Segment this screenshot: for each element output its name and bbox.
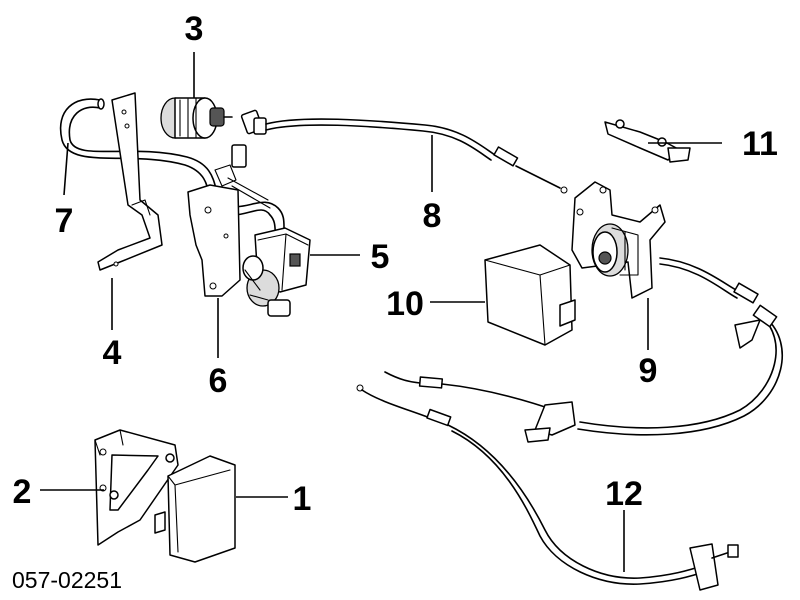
actuator-part-5 [242,227,311,317]
actuator-part-9 [571,181,666,299]
callout-3: 3 [185,10,204,48]
bracket-part-2 [94,429,179,546]
callout-8: 8 [423,197,442,235]
cable-part-9-throttle [577,257,783,436]
leader-lines [40,52,722,572]
cable-part-8 [231,109,568,194]
callout-1: 1 [293,480,312,518]
bracket-part-4 [97,92,163,271]
hose-part-7 [59,98,291,251]
callout-12: 12 [605,475,643,513]
callout-6: 6 [209,362,228,400]
callout-2: 2 [13,473,32,511]
callout-9: 9 [639,352,658,390]
bracket-part-11 [604,119,691,163]
module-part-1 [154,455,236,563]
callout-5: 5 [371,238,390,276]
module-part-10 [484,244,576,346]
diagram-code: 057-02251 [12,567,122,593]
callout-10: 10 [386,285,424,323]
actuator-part-3 [160,97,233,139]
callout-11: 11 [742,125,778,163]
cable-part-12 [356,371,739,591]
callout-7: 7 [55,202,74,240]
callout-4: 4 [103,334,122,372]
bracket-part-6 [187,164,271,297]
